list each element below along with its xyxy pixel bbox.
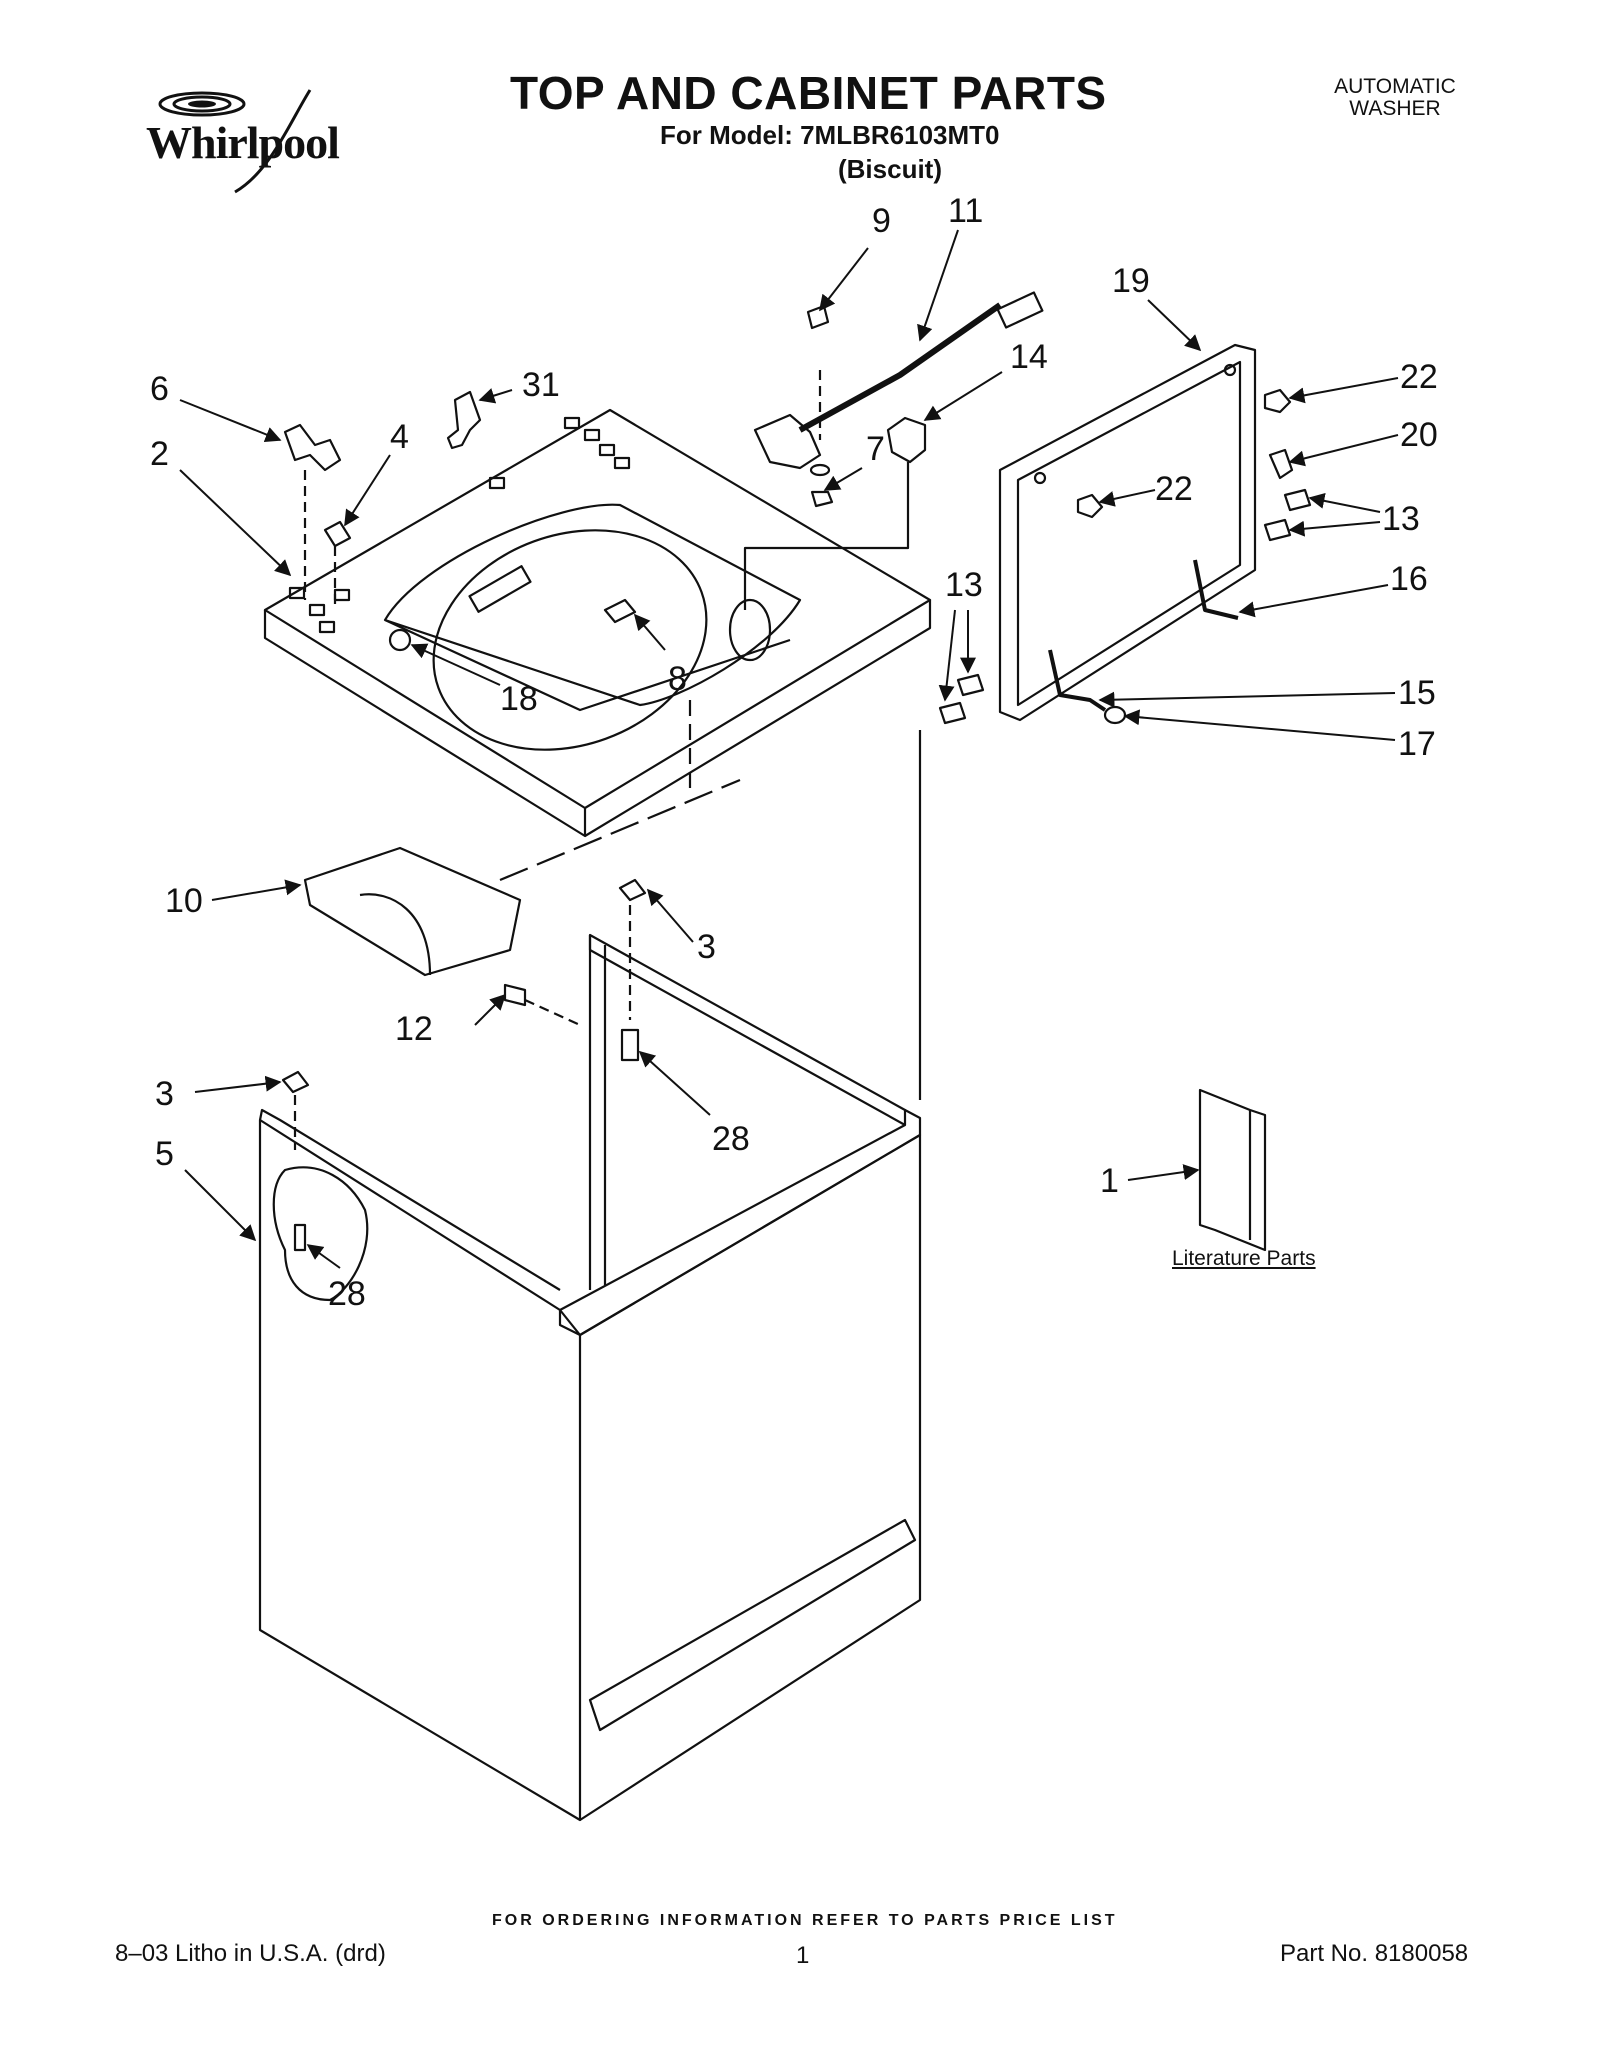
callout-7: 7	[866, 430, 885, 468]
callout-31: 31	[522, 366, 560, 404]
top-panel-part	[263, 408, 932, 838]
part-number: Part No. 8180058	[1280, 1940, 1469, 1967]
callout-18: 18	[500, 680, 538, 718]
callout-3-upper: 3	[697, 928, 716, 966]
ordering-info: FOR ORDERING INFORMATION REFER TO PARTS …	[492, 1912, 1118, 1929]
callout-19: 19	[1112, 262, 1150, 300]
lid-switch-part	[753, 291, 1044, 508]
page-number: 1	[796, 1942, 810, 1969]
callout-28-upper: 28	[712, 1120, 750, 1158]
wire-clip-part	[446, 390, 482, 450]
literature-parts-label: Literature Parts	[1172, 1247, 1316, 1270]
callout-15: 15	[1398, 674, 1436, 712]
literature-packet-part	[1198, 1088, 1267, 1252]
hinge-clip-part	[283, 423, 342, 472]
callout-10: 10	[165, 882, 203, 920]
appliance-type: AUTOMATIC WASHER	[1320, 76, 1470, 120]
callout-17: 17	[1398, 725, 1436, 763]
plug-part	[388, 628, 412, 652]
page-title: TOP AND CABINET PARTS	[510, 67, 1107, 119]
lid-bumper-part	[886, 416, 927, 464]
appliance-type-line2: WASHER	[1349, 97, 1441, 120]
callout-5: 5	[155, 1135, 174, 1173]
callout-1: 1	[1100, 1162, 1119, 1200]
hinge-cap-part	[1103, 705, 1127, 725]
callout-22-left: 22	[1155, 470, 1193, 508]
console-bracket-part	[303, 846, 522, 977]
brand-logo: Whirlpool	[140, 82, 390, 202]
callout-11: 11	[948, 192, 983, 230]
callout-20: 20	[1400, 416, 1438, 454]
lid-frame-part	[998, 343, 1257, 722]
brand-logo-text: Whirlpool	[146, 117, 340, 168]
model-line: For Model: 7MLBR6103MT0	[660, 120, 1000, 150]
screw-part	[603, 598, 637, 624]
color-line: (Biscuit)	[838, 154, 942, 184]
appliance-type-line1: AUTOMATIC	[1334, 75, 1456, 98]
lid-bumper-left	[1076, 493, 1104, 519]
callout-22-right: 22	[1400, 358, 1438, 396]
callout-2: 2	[150, 435, 169, 473]
callout-28-lower: 28	[328, 1275, 366, 1313]
callout-4: 4	[390, 418, 409, 456]
cabinet-body-part	[258, 1108, 922, 1822]
callout-6: 6	[150, 370, 169, 408]
lid-hinge-part	[1268, 448, 1294, 480]
callout-9: 9	[872, 202, 891, 240]
whirlpool-swirl-icon	[158, 89, 312, 194]
callout-13-right: 13	[1382, 500, 1420, 538]
callout-14: 14	[1010, 338, 1048, 376]
lid-bumper-right	[1263, 388, 1292, 414]
callout-8: 8	[668, 660, 687, 698]
callout-12: 12	[395, 1010, 433, 1048]
callout-16: 16	[1390, 560, 1428, 598]
callout-13-left: 13	[945, 566, 983, 604]
litho-info: 8–03 Litho in U.S.A. (drd)	[115, 1940, 386, 1967]
cabinet-frame-part	[558, 730, 922, 1337]
speed-nut-part	[323, 520, 352, 548]
callout-3-lower: 3	[155, 1075, 174, 1113]
